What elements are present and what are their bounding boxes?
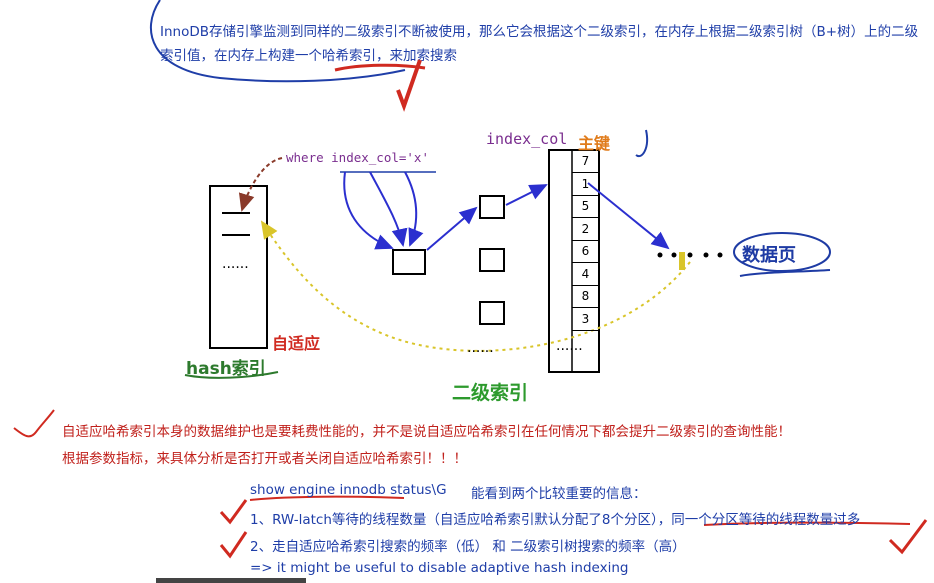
arrow-root-to-inner <box>426 206 478 251</box>
annotation-check-red <box>396 59 422 112</box>
status-conclusion: => it might be useful to disable adaptiv… <box>250 560 629 576</box>
leaf-value-cell: 3 <box>572 309 599 331</box>
leaf-value-cell: 5 <box>572 196 599 218</box>
annotation-blue-tick <box>635 129 648 158</box>
player-progress-bar <box>156 578 306 583</box>
data-dot <box>671 252 677 258</box>
check-red <box>219 499 248 525</box>
data-dot <box>657 252 663 258</box>
primary-key-label: 主键 <box>578 134 611 153</box>
inner-node <box>479 248 505 272</box>
arrow-leaf-to-data <box>587 182 670 250</box>
annotation-underline-red <box>334 63 426 72</box>
secondary-index-label: 二级索引 <box>452 382 529 404</box>
status-item-1: 1、RW-latch等待的线程数量（自适应哈希索引默认分配了8个分区），同一个分… <box>250 512 861 528</box>
check-red <box>13 409 55 438</box>
leaf-value-cell: 7 <box>572 151 599 173</box>
hash-underline <box>184 371 279 379</box>
note-line-2: 根据参数指标，来具体分析是否打开或者关闭自适应哈希索引！！！ <box>62 451 467 467</box>
root-node <box>392 249 426 275</box>
data-page-label: 数据页 <box>742 245 796 266</box>
where-clause: where index_col='x' <box>286 150 429 165</box>
leaf-value-cell: 8 <box>572 286 599 308</box>
data-dot <box>687 252 693 258</box>
arrow-inner-to-leaf <box>505 184 548 206</box>
note-line-1: 自适应哈希索引本身的数据维护也是要耗费性能的，并不是说自适应哈希索引在任何情况下… <box>62 424 791 440</box>
status-item-2: 2、走自适应哈希索引搜索的频率（低） 和 二级索引树搜索的频率（高） <box>250 539 686 555</box>
data-page-underline <box>739 269 831 277</box>
data-page-marker <box>679 252 685 270</box>
adaptive-label: 自适应 <box>272 334 321 353</box>
data-dot <box>717 252 723 258</box>
arrow-where-to-node <box>343 171 394 250</box>
data-page-circle <box>733 232 831 272</box>
leaf-ellipsis: ...... <box>556 338 583 354</box>
index-col-label: index_col <box>486 130 568 148</box>
status-command-desc: 能看到两个比较重要的信息： <box>471 486 647 502</box>
intro-paragraph: InnoDB存储引擎监测到同样的二级索引不断被使用，那么它会根据这个二级索引，在… <box>160 24 919 64</box>
leaf-value-cell: 1 <box>572 174 599 196</box>
annotation-loop-stroke <box>149 0 406 83</box>
inner-node <box>479 195 505 219</box>
leaf-value-cell: 6 <box>572 241 599 263</box>
leaf-value-cell: 2 <box>572 219 599 241</box>
arrow-where-to-node <box>404 171 424 247</box>
data-dot <box>703 252 709 258</box>
leaf-value-cell: 4 <box>572 264 599 286</box>
check-red <box>888 519 928 555</box>
inner-node <box>479 301 505 325</box>
arrow-where-to-node <box>369 171 408 247</box>
hash-index-label: hash索引 <box>186 359 266 379</box>
command-underline <box>249 495 405 501</box>
tree-ellipsis: ...... <box>467 340 494 356</box>
check-red <box>219 531 248 559</box>
adaptive-arc <box>260 220 691 352</box>
hash-ellipsis: ...... <box>222 256 249 272</box>
status-command: show engine innodb status\G <box>250 482 447 498</box>
leaf-page <box>548 149 600 373</box>
item1-underline <box>703 521 911 526</box>
